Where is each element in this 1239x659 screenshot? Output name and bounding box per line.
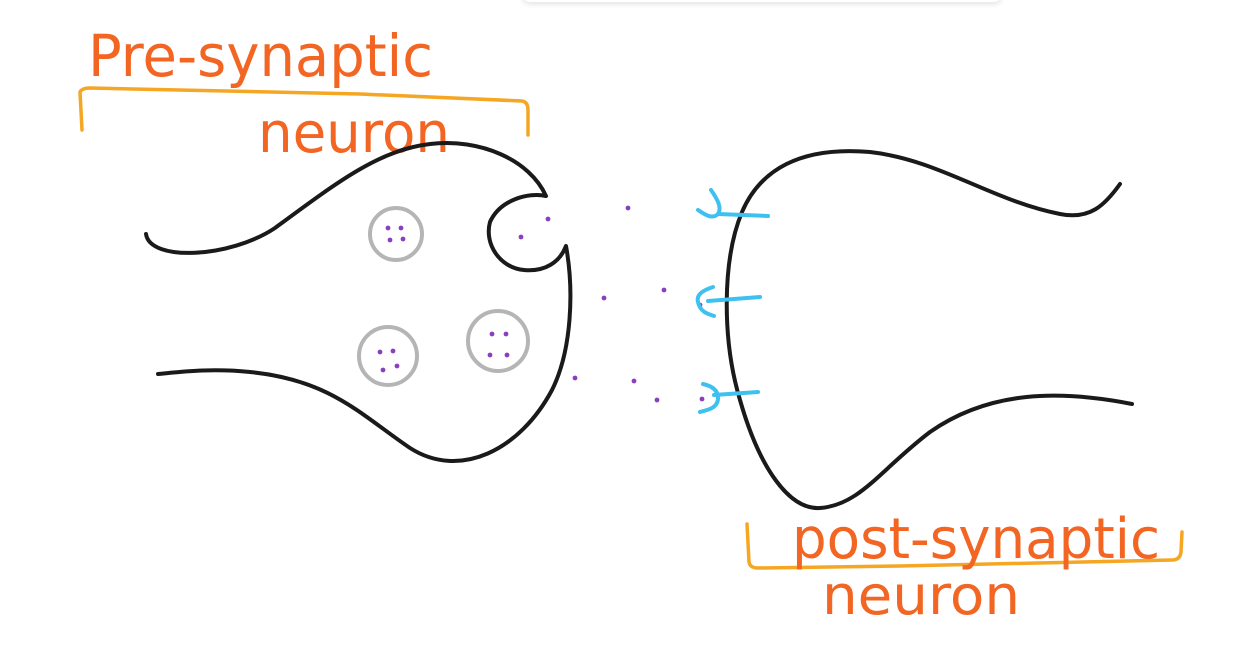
neurotransmitter-dot [699,396,705,402]
post-synaptic-neuron-outline [724,149,1134,511]
receptor [695,285,762,318]
pre-synaptic-label-line2: neuron [258,101,450,166]
post-synaptic-bracket [745,522,1184,570]
neurotransmitter-dot [518,234,524,240]
neurotransmitter-dot [572,375,578,381]
neurotransmitter-dot [545,216,551,222]
synaptic-vesicle [357,325,419,387]
neurotransmitter-dot [661,287,667,293]
pre-synaptic-bracket [78,86,530,137]
post-synaptic-label-line2: neuron [822,564,1020,627]
synaptic-vesicle [466,309,530,373]
synaptic-vesicle [368,206,424,262]
pre-synaptic-neuron-outline [144,141,573,463]
post-synaptic-label-line1: post-synaptic [792,507,1160,572]
neurotransmitter-dot [601,295,607,301]
receptor [698,382,760,414]
neurotransmitter-dot [654,397,660,403]
neurotransmitter-dot [625,205,631,211]
neurotransmitters [518,205,705,403]
pre-synaptic-label-line1: Pre-synaptic [88,22,433,90]
receptor [696,188,770,219]
top-window-edge [522,0,1002,2]
neurotransmitter-dot [631,378,637,384]
